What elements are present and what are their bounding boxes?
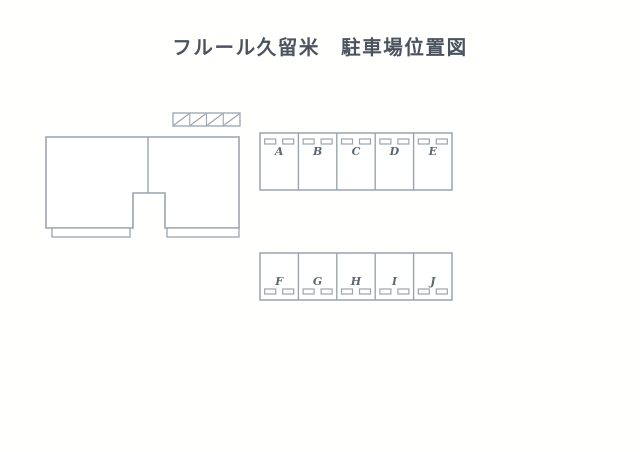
wheel-stopper [435, 138, 448, 145]
wheel-stopper [397, 138, 410, 145]
stall-label-f: F [275, 275, 284, 288]
stairs-diagonal [223, 113, 240, 126]
stall-label-h: H [350, 275, 362, 288]
wheel-stopper [358, 138, 372, 145]
stall-label-j: J [430, 275, 436, 288]
building-footprint-path [45, 136, 240, 229]
wheel-stopper [282, 288, 295, 295]
stairs-diagonal [173, 113, 190, 126]
wheel-stopper [340, 138, 354, 145]
stairs-diagonal [207, 113, 223, 126]
page-title: フルール久留米 駐車場位置図 [172, 36, 468, 59]
stall-label-g: G [312, 275, 323, 288]
wheel-stopper [379, 138, 392, 145]
wheel-stopper [358, 288, 372, 295]
wheel-stopper [340, 288, 354, 295]
wheel-stopper [302, 138, 315, 145]
stall-label-e: E [428, 145, 437, 158]
porch-right [166, 227, 240, 238]
wheel-stopper [397, 288, 410, 295]
stairs-diagonal [190, 113, 206, 126]
wheel-stopper [302, 288, 315, 295]
wheel-stopper [417, 138, 430, 145]
stall-label-c: C [351, 145, 361, 158]
stall-label-b: B [312, 145, 323, 158]
stall-label-d: D [389, 145, 400, 158]
wheel-stopper [435, 288, 448, 295]
building-outline [45, 136, 240, 229]
parking-stalls [259, 132, 453, 301]
porch-left [51, 227, 131, 238]
wheel-stopper [282, 138, 295, 145]
wheel-stopper [379, 288, 392, 295]
stairs-hatch [172, 112, 241, 127]
wheel-stopper [417, 288, 430, 295]
stall-label-a: A [274, 145, 284, 158]
stall-label-i: I [391, 275, 397, 288]
wheel-stopper [264, 138, 277, 145]
building-porches [51, 227, 240, 238]
wheel-stopper [264, 288, 277, 295]
wheel-stopper [320, 288, 333, 295]
wheel-stopper [320, 138, 333, 145]
